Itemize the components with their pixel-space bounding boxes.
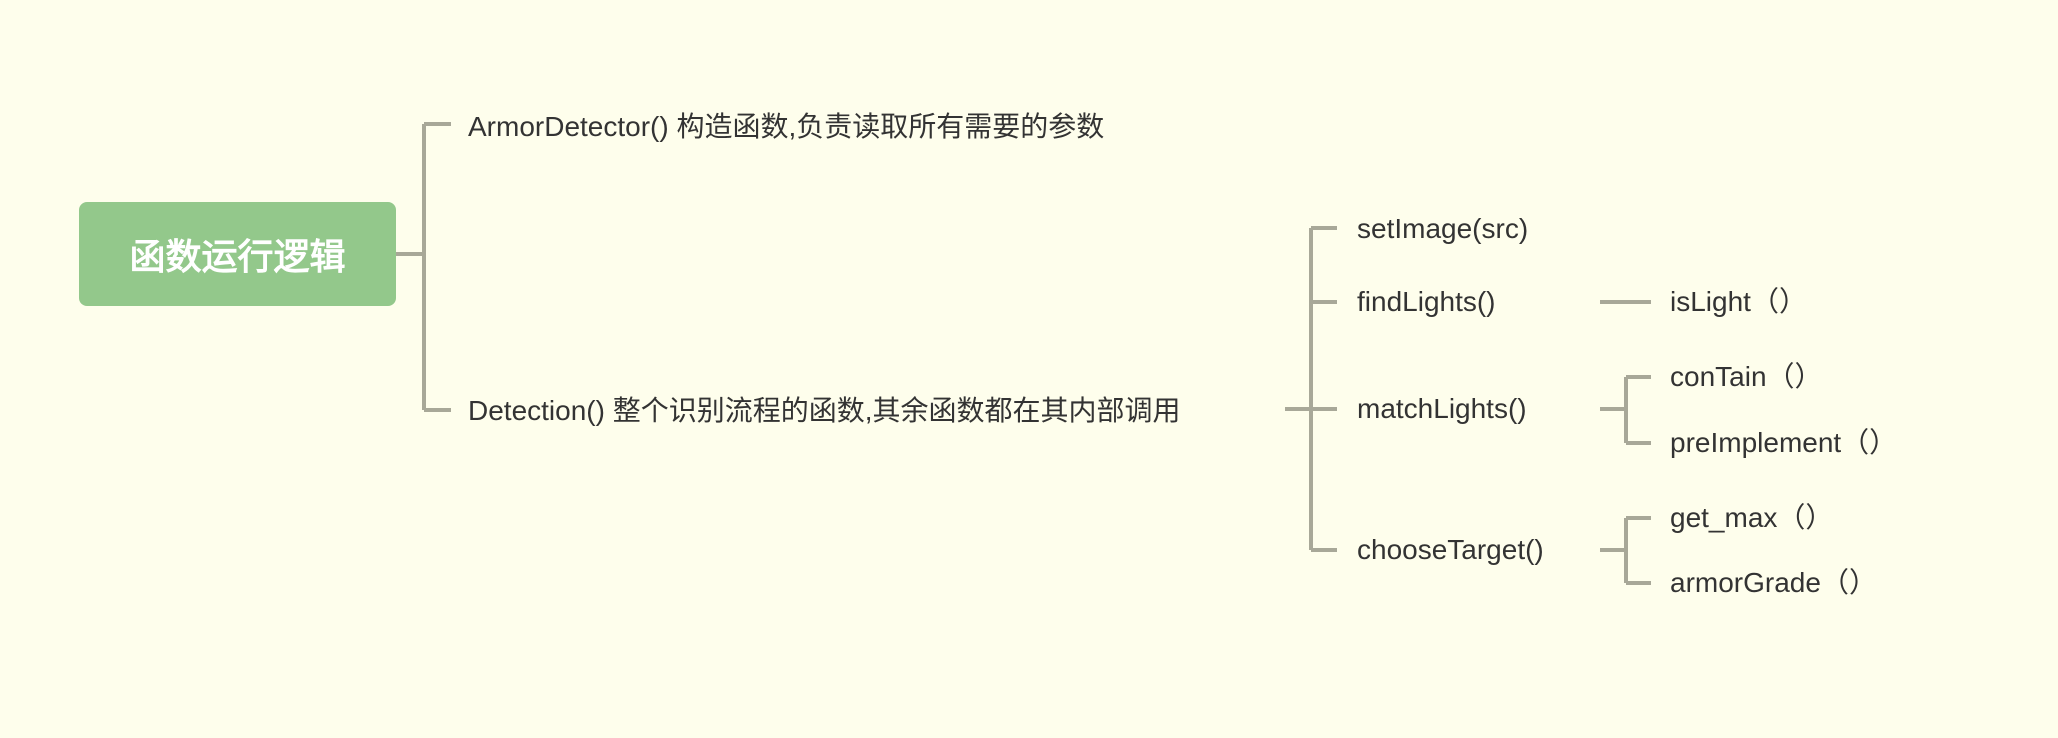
node-matchlights[interactable]: matchLights() <box>1357 393 1527 424</box>
node-preimplement[interactable]: preImplement（） <box>1670 427 1898 458</box>
root-label: 函数运行逻辑 <box>129 236 346 277</box>
root-connector <box>396 122 451 412</box>
node-get-max[interactable]: get_max（） <box>1670 502 1834 533</box>
node-contain[interactable]: conTain（） <box>1670 361 1823 392</box>
node-armorgrade[interactable]: armorGrade（） <box>1670 567 1877 598</box>
node-setimage[interactable]: setImage(src) <box>1357 213 1529 244</box>
node-findlights[interactable]: findLights() <box>1357 286 1496 317</box>
node-detection[interactable]: Detection() 整个识别流程的函数,其余函数都在其内部调用 <box>468 395 1181 426</box>
root-node[interactable]: 函数运行逻辑 <box>79 202 396 306</box>
choosetarget-connector <box>1600 516 1651 585</box>
matchlights-connector <box>1600 375 1651 445</box>
node-choosetarget[interactable]: chooseTarget() <box>1357 534 1544 565</box>
node-islight[interactable]: isLight（） <box>1670 286 1807 317</box>
node-armor-detector[interactable]: ArmorDetector() 构造函数,负责读取所有需要的参数 <box>468 111 1105 142</box>
detection-connector <box>1285 226 1337 552</box>
